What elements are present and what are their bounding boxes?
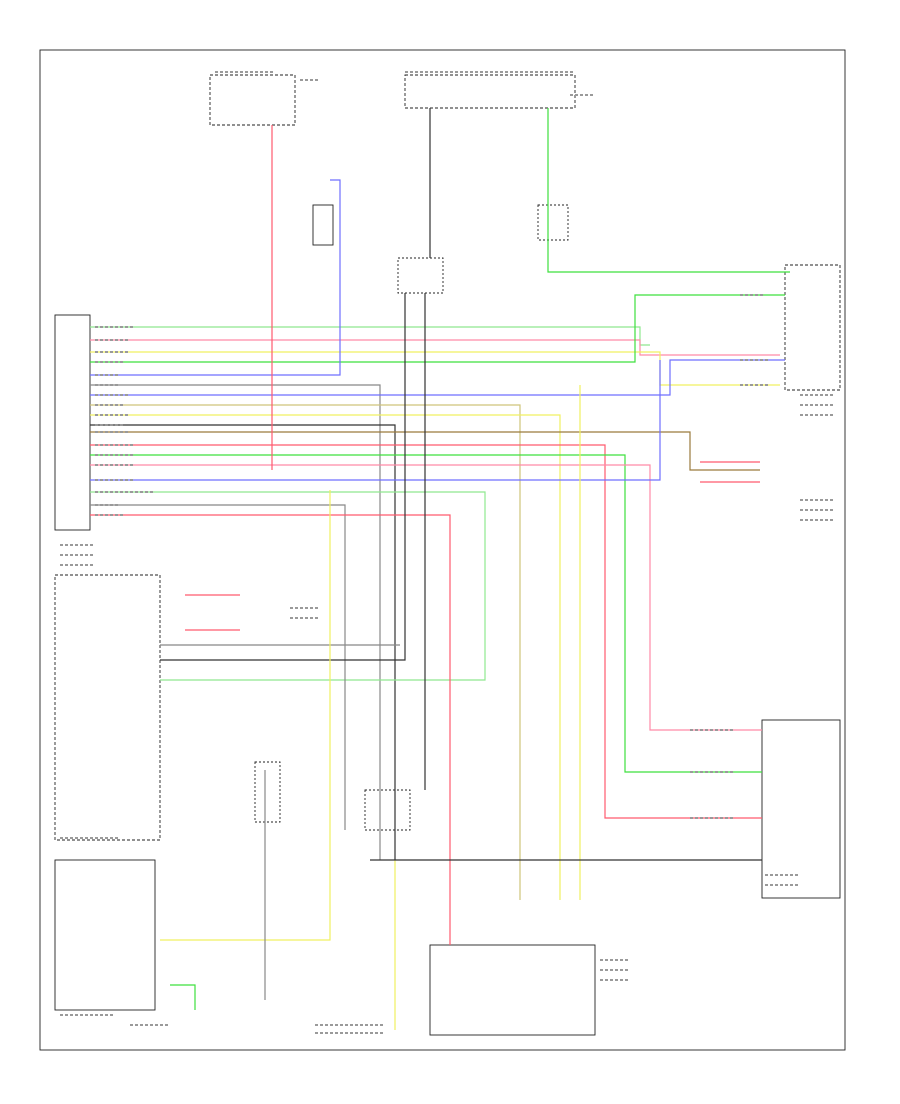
cruise-control-unit-connector [54, 314, 91, 531]
wire-yellow-lower [160, 490, 331, 941]
under-dash-fuse-box [404, 74, 576, 109]
gauge-assembly-box [54, 859, 156, 1011]
ignition-switch-box [209, 74, 296, 126]
wire-gray-1 [90, 384, 381, 860]
wire-blue-1 [90, 179, 341, 376]
wire-lt-green-1 [90, 326, 650, 346]
wire-gray-2 [90, 504, 346, 830]
cruise-control-switch-box [761, 719, 841, 899]
wire-blue-3 [90, 360, 661, 481]
junction-box-upper [397, 257, 444, 294]
connector-b [254, 761, 281, 823]
wire-lt-green-2 [90, 491, 486, 681]
diagram-border [39, 49, 846, 1051]
main-switch-area [54, 574, 161, 841]
wire-red-2 [90, 514, 451, 945]
junction-box-right [537, 204, 569, 241]
wire-pink-1 [90, 339, 780, 356]
wire-yellow-1 [90, 351, 780, 386]
label-group [60, 71, 835, 1034]
brake-light-switch-box [784, 264, 841, 391]
cruise-relay-box [312, 204, 334, 246]
wire-blue-2 [90, 359, 785, 396]
wire-black-1 [90, 424, 396, 860]
wire-brown-1 [90, 431, 760, 471]
wire-tan-1 [90, 404, 521, 900]
wire-red-1 [90, 444, 762, 819]
wire-green-2 [90, 454, 762, 773]
wire-green-gnd [170, 984, 196, 1010]
wire-group [90, 108, 790, 1030]
actuator-box [429, 944, 596, 1036]
wire-black-main [160, 293, 406, 661]
wire-yellow-2 [90, 414, 561, 900]
wire-green-fuse [547, 108, 790, 273]
connector-a [364, 789, 411, 831]
wire-green-brake [90, 294, 785, 363]
